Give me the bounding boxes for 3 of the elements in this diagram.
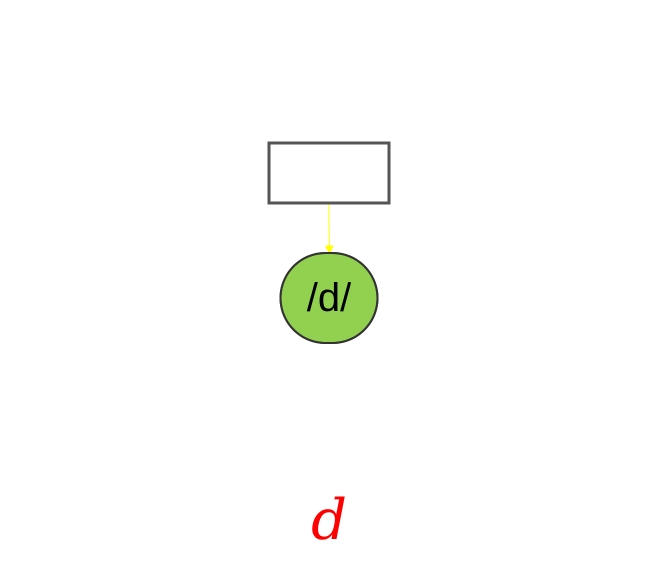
arrow — [324, 202, 334, 254]
node-box — [268, 142, 390, 204]
handwritten-letter: d — [311, 487, 347, 555]
